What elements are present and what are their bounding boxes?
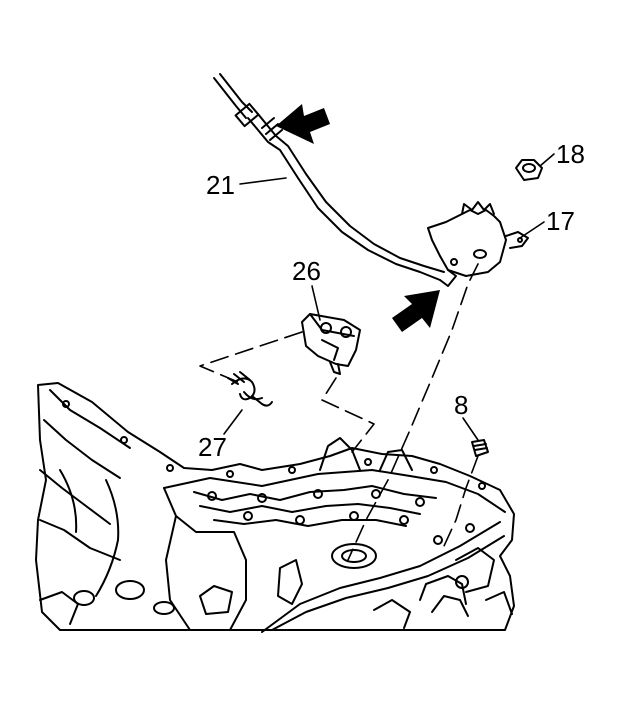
- valve-body-assembly: [35, 382, 515, 633]
- leader-lines: [223, 153, 555, 441]
- spring: [227, 371, 273, 407]
- alignment-lines: [199, 263, 479, 561]
- callout-arrows: [276, 104, 440, 332]
- bracket: [301, 313, 361, 375]
- callout-17: 17: [546, 206, 575, 236]
- filter-plug: [471, 439, 489, 457]
- callout-8: 8: [454, 390, 469, 420]
- shift-cable: [213, 73, 457, 287]
- detent-lever-plate: [427, 201, 529, 277]
- arrow-upright-icon: [392, 290, 440, 332]
- callout-26: 26: [292, 256, 321, 286]
- callout-18: 18: [556, 139, 585, 169]
- callout-27: 27: [198, 432, 227, 462]
- arrow-left-icon: [276, 104, 330, 144]
- callout-21: 21: [206, 170, 235, 200]
- nut: [515, 159, 543, 181]
